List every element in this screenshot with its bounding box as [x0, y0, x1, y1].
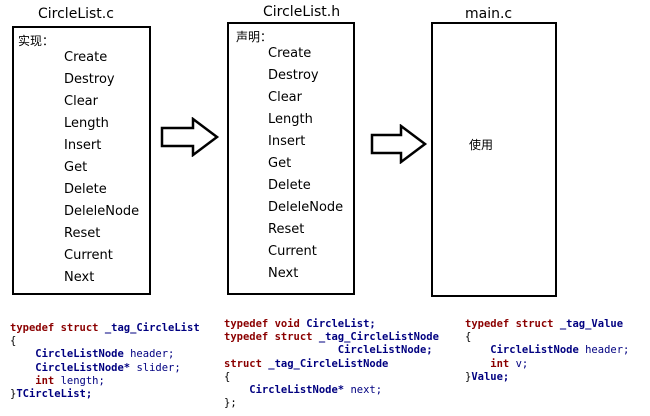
value-struct-code: typedef struct _tag_Value{ CircleListNod… [465, 318, 650, 392]
column-title-main-c: main.c [465, 6, 513, 22]
code-line: int v; [465, 358, 650, 371]
code-line: { [465, 331, 650, 344]
code-token: int [465, 357, 516, 370]
code-line: typedef struct _tag_CircleListNode [224, 331, 464, 344]
code-token: _tag_CircleList [104, 322, 200, 334]
function-item: Create [268, 46, 312, 61]
code-token: typedef struct [10, 322, 105, 334]
code-line: CircleListNode header; [465, 344, 650, 357]
code-token: header; [585, 344, 630, 357]
usage-box: 使用 [431, 22, 557, 297]
code-line: int length; [10, 375, 210, 388]
code-token: slider; [136, 361, 181, 374]
code-line: typedef struct _tag_Value [465, 318, 650, 331]
code-token: typedef void [224, 318, 307, 330]
code-line: { [224, 371, 464, 384]
declaration-label: 声明： [236, 30, 273, 44]
code-line: struct _tag_CircleListNode [224, 358, 464, 371]
function-item: Next [64, 270, 95, 285]
function-item: Insert [64, 138, 102, 153]
code-token: _tag_CircleListNode [318, 331, 439, 344]
function-item: Get [268, 156, 292, 171]
code-token: typedef struct [224, 331, 319, 344]
function-item: Delete [64, 182, 107, 197]
code-token: next; [350, 384, 383, 397]
code-token: _tag_CircleListNode [268, 357, 389, 370]
code-line: CircleListNode header; [10, 348, 210, 361]
code-line: }; [224, 397, 464, 410]
function-item: Next [268, 266, 299, 281]
function-item: Clear [268, 90, 302, 105]
code-token: header; [130, 348, 175, 361]
function-item: Delete [268, 178, 311, 193]
tcirclelist-struct-code: typedef struct _tag_CircleList{ CircleLi… [10, 322, 210, 408]
function-item: DeleleNode [268, 200, 344, 215]
function-item: Reset [64, 226, 101, 241]
code-line: typedef struct _tag_CircleList [10, 322, 210, 335]
code-token: _tag_Value [559, 318, 624, 330]
code-token: v; [515, 357, 529, 370]
function-item: DeleleNode [64, 204, 140, 219]
code-token: { [465, 331, 472, 344]
function-item: Current [268, 244, 317, 259]
code-token: { [224, 370, 231, 383]
code-token: CircleListNode* [10, 361, 137, 374]
code-line: CircleListNode* slider; [10, 362, 210, 375]
function-item: Create [64, 50, 108, 65]
function-item: Clear [64, 94, 98, 109]
circlelistnode-struct-code: typedef void CircleList;typedef struct _… [224, 318, 464, 416]
code-token: Value; [471, 370, 510, 383]
code-token: }; [224, 397, 237, 410]
code-token: CircleListNode [10, 348, 131, 361]
function-item: Get [64, 160, 88, 175]
function-item: Current [64, 248, 113, 263]
column-title-circlelist-h: CircleList.h [263, 4, 341, 20]
function-item: Insert [268, 134, 306, 149]
code-token: typedef struct [465, 318, 560, 330]
code-line: { [10, 335, 210, 348]
code-token: struct [224, 357, 269, 370]
function-item: Reset [268, 222, 305, 237]
code-token: } [465, 370, 472, 383]
function-item: Length [64, 116, 109, 131]
code-token: } [10, 388, 17, 401]
code-line: CircleListNode* next; [224, 384, 464, 397]
column-title-circlelist-c: CircleList.c [38, 6, 114, 22]
code-line: typedef void CircleList; [224, 318, 464, 331]
usage-label: 使用 [469, 138, 494, 152]
code-token: int [10, 374, 61, 387]
code-token: CircleListNode; [224, 344, 433, 357]
right-arrow-icon [160, 117, 220, 157]
code-line: }Value; [465, 371, 650, 384]
code-token: CircleList; [306, 318, 376, 330]
implementation-label: 实现： [18, 34, 55, 48]
code-token: CircleListNode* [224, 384, 351, 397]
code-token: TCircleList; [16, 388, 93, 401]
function-item: Destroy [268, 68, 319, 83]
code-token: { [10, 335, 17, 348]
function-item: Length [268, 112, 313, 127]
code-line: }TCircleList; [10, 388, 210, 401]
code-line: CircleListNode; [224, 344, 464, 357]
function-item: Destroy [64, 72, 115, 87]
code-token: length; [60, 374, 105, 387]
right-arrow-icon [370, 124, 428, 164]
code-token: CircleListNode [465, 344, 586, 357]
